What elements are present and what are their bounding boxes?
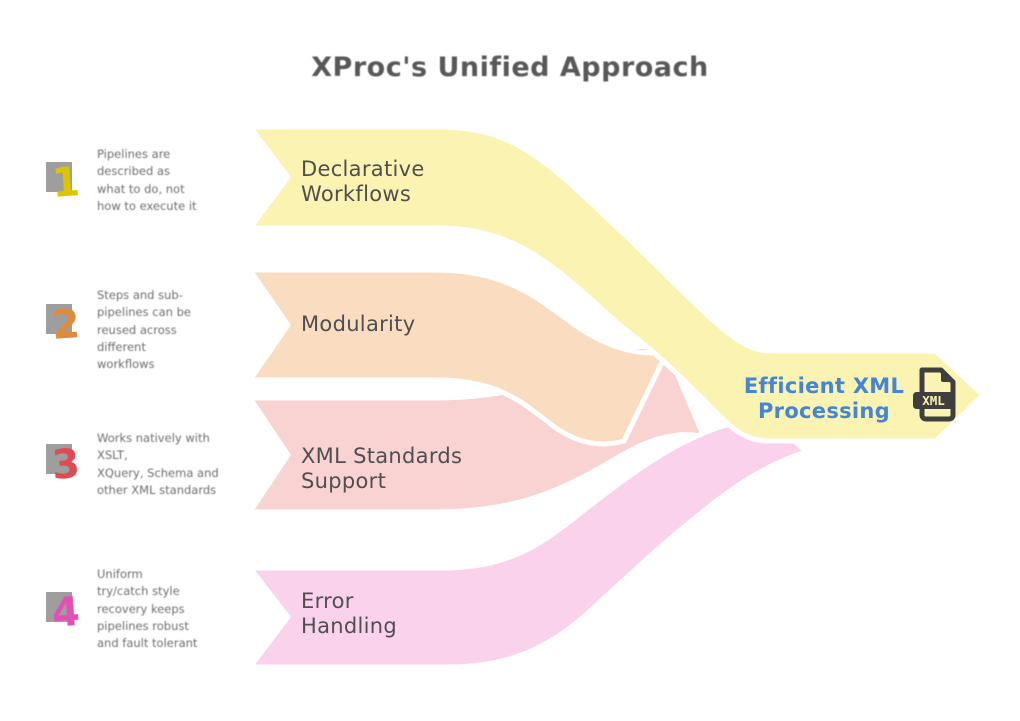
- output-label: Efficient XML Processing: [743, 374, 905, 424]
- number-shadow: [46, 444, 72, 474]
- folded-corner: [941, 370, 953, 382]
- xml-badge-text: XML: [922, 393, 945, 408]
- band-modularity: [247, 267, 671, 447]
- band-label-xml-standards-support: XML Standards Support: [301, 444, 463, 493]
- band-label-declarative-workflows: Declarative Workflows: [301, 157, 425, 206]
- xml-file-icon: XML: [913, 367, 956, 422]
- item-number-4: 4: [44, 589, 88, 642]
- item-description-1: Pipelines are described as what to do, n…: [97, 147, 197, 213]
- band-label-modularity: Modularity: [301, 312, 416, 336]
- xml-badge: [913, 392, 954, 409]
- number-shadow: [46, 162, 72, 192]
- band-label-error-handling: Error Handling: [301, 589, 398, 638]
- diagram-title: XProc's Unified Approach: [311, 52, 709, 83]
- band-declarative-workflows: [247, 124, 986, 444]
- item-description-3: Works natively with XSLT, XQuery, Schema…: [97, 431, 219, 497]
- item-number-3: 3: [44, 441, 88, 494]
- band-error-handling: [247, 417, 809, 670]
- item-number-2: 2: [44, 301, 88, 354]
- number-shadow: [46, 304, 72, 334]
- document-shape: [919, 367, 956, 422]
- item-description-4: Uniform try/catch style recovery keeps p…: [97, 567, 198, 650]
- number-shadow: [46, 592, 72, 622]
- item-number-1: 1: [44, 159, 88, 212]
- item-description-2: Steps and sub- pipelines can be reused a…: [97, 288, 191, 371]
